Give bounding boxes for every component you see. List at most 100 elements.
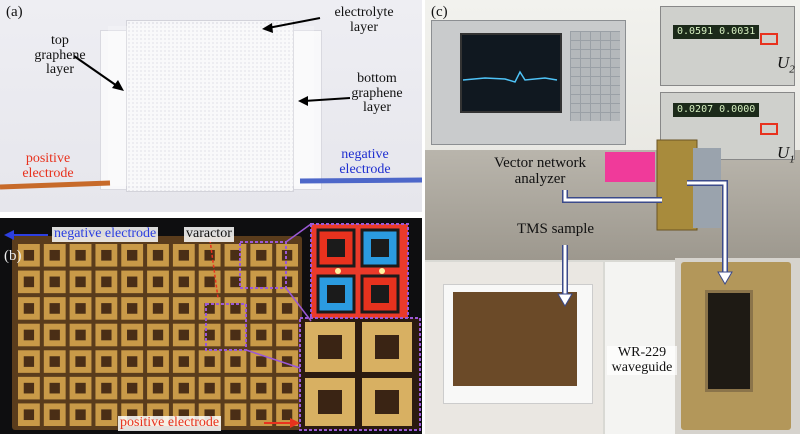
unit-cell-core [256, 303, 267, 314]
unit-cell-core [49, 382, 60, 394]
unit-cell-core [230, 329, 241, 341]
unit-cell-core [23, 276, 35, 288]
tms-sample-board [453, 292, 577, 386]
unit-cell-core [152, 409, 164, 421]
unit-cell-core [101, 249, 112, 261]
zoom-photo-cells [4, 223, 421, 431]
unit-cell-core [127, 303, 138, 314]
pink-foam [605, 152, 655, 182]
unit-cell-core [127, 409, 138, 421]
unit-cell-core [127, 329, 138, 341]
unit-cell-core [75, 382, 86, 394]
unit-cell-core [256, 329, 267, 341]
psu-u2-readout: 0.0591 0.0031 [673, 25, 760, 39]
unit-cell-core [101, 356, 112, 367]
unit-cell-core [256, 382, 267, 394]
negative-wire [299, 177, 422, 184]
schematic-cell-blue-2 [316, 274, 356, 314]
unit-cell-core [230, 276, 241, 288]
zoom-link-2 [285, 287, 312, 322]
unit-cell-core [281, 382, 293, 394]
panel-c-overlay [462, 33, 778, 307]
selection-box-bottom [205, 303, 247, 351]
psu-u1-arrow [760, 123, 778, 135]
unit-cell-core [75, 409, 86, 421]
unit-cell-core [23, 303, 35, 314]
electrolyte-film [126, 20, 294, 192]
panel-a-photo: (a) top graphene layer electrolyte layer… [0, 0, 422, 212]
photo-cell-core [318, 335, 342, 359]
arrow-wg [687, 181, 727, 275]
varactor-label: varactor [184, 226, 234, 242]
selection-box-top [239, 241, 287, 289]
panel-b-photo: (b) negative electrode varactor positive… [0, 218, 422, 434]
tms-sample-photo [425, 262, 603, 434]
panel-b-label: (b) [4, 248, 22, 264]
unit-cell-core [101, 409, 112, 421]
unit-cell-core [281, 276, 293, 288]
panel-a-overlay [0, 17, 422, 190]
board-unit-cells [18, 244, 298, 426]
unit-cell-core [204, 303, 215, 314]
arrow-tms [563, 190, 662, 202]
zoom-schematic-cells [310, 223, 409, 322]
positive-electrode-label-b: positive electrode [118, 415, 222, 431]
unit-cell-core [281, 409, 293, 421]
unit-cell-core [49, 409, 60, 421]
unit-cell-core [178, 303, 189, 314]
schematic-core [371, 239, 389, 257]
unit-cell-core [127, 276, 138, 288]
unit-cell-core [256, 356, 267, 367]
zoom-bottom-border [299, 317, 421, 431]
power-supply-u2: 0.0591 0.0031 [660, 6, 795, 86]
schematic-core [327, 239, 345, 257]
unit-cell-core [230, 356, 241, 367]
positive-electrode-label: positive electrode [22, 151, 74, 181]
unit-cell-core [127, 249, 138, 261]
unit-cell-core [178, 409, 189, 421]
unit-cell-core [49, 329, 60, 341]
negative-arrowhead [4, 230, 14, 240]
unit-cell-core [178, 329, 189, 341]
unit-cell-core [281, 303, 293, 314]
unit-cell-core [204, 329, 215, 341]
top-graphene-label: top graphene layer [34, 33, 86, 78]
unit-cell-core [230, 382, 241, 394]
arrow-top-graphene [73, 55, 121, 89]
psu-u2-arrow [760, 33, 778, 45]
arrow-bottom-graphene [303, 97, 351, 102]
arrowhead-wg [717, 271, 733, 285]
unit-cell-core [178, 249, 189, 261]
unit-cell-core [178, 382, 189, 394]
unit-cell-core [152, 303, 164, 314]
unit-cell-core [152, 249, 164, 261]
unit-cell-core [23, 249, 35, 261]
unit-cell-core [101, 276, 112, 288]
unit-cell-core [204, 409, 215, 421]
unit-cell-core [75, 329, 86, 341]
unit-cell-core [49, 276, 60, 288]
unit-cell-core [178, 356, 189, 367]
panel-c-photo: 0.0591 0.0031 0.0207 0.0000 (c) Vector [425, 0, 800, 434]
unit-cell-core [204, 356, 215, 367]
unit-cell-core [75, 276, 86, 288]
unit-cell-core [204, 382, 215, 394]
unit-cell-core [49, 303, 60, 314]
psu-u1-readout: 0.0207 0.0000 [673, 103, 760, 117]
unit-cell-core [204, 276, 215, 288]
arrowhead-electrolyte [262, 23, 273, 33]
bottom-graphene-label: bottom graphene layer [351, 71, 403, 116]
vna-label: Vector network analyzer [493, 155, 587, 187]
unit-cell-core [75, 249, 86, 261]
waveguide-photo [675, 258, 800, 434]
u1-label: U1 [777, 143, 795, 166]
unit-cell-core [23, 329, 35, 341]
positive-arrowhead [290, 418, 300, 428]
unit-cell-core [127, 382, 138, 394]
unit-cell-core [101, 329, 112, 341]
unit-cell-core [178, 276, 189, 288]
electrolyte-label: electrolyte layer [334, 5, 394, 35]
arrow-electrolyte [267, 17, 321, 29]
waveguide-aperture [705, 290, 753, 392]
vector-network-analyzer [431, 20, 626, 145]
